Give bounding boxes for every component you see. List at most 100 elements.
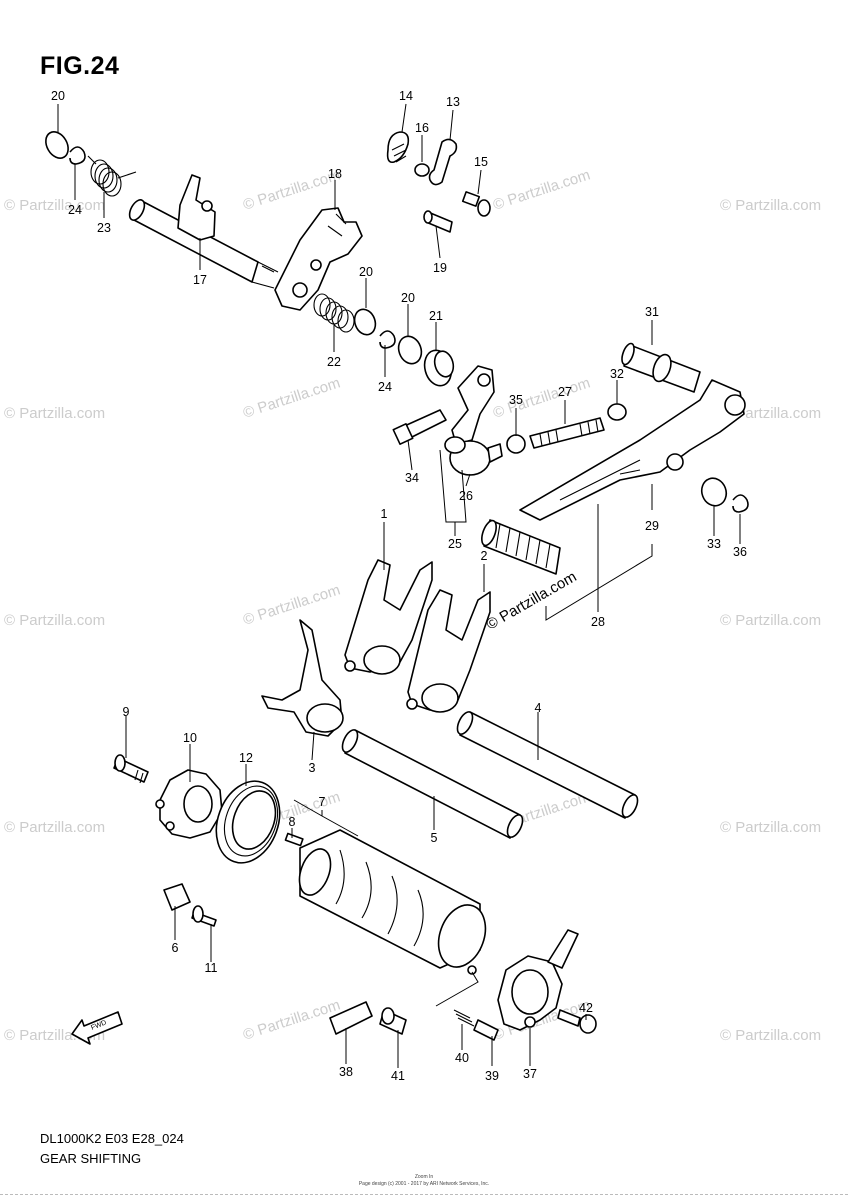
bolt-drawing <box>379 1007 407 1035</box>
forward-arrow-icon: FWD <box>71 1011 123 1045</box>
fork-shaft-drawing <box>341 729 524 839</box>
callout-number: 12 <box>239 751 253 765</box>
screw-drawing <box>191 905 217 927</box>
callout-number: 8 <box>289 815 296 829</box>
gearshift-cam-drawing <box>298 829 487 975</box>
washer-drawing <box>45 131 69 159</box>
callout-number: 14 <box>399 89 413 103</box>
watermark-text: © Partzilla.com <box>491 166 592 213</box>
callout-number: 20 <box>51 89 65 103</box>
callout-number: 40 <box>455 1051 469 1065</box>
gear-position-switch-drawing <box>497 929 579 1031</box>
callout-number: 11 <box>205 961 218 975</box>
watermark-text: © Partzilla.com <box>241 996 342 1043</box>
fork-shaft-drawing <box>456 711 639 819</box>
callout-number: 2 <box>481 549 488 563</box>
callout-number: 41 <box>391 1069 405 1083</box>
watermark-text: © Partzilla.com <box>4 612 105 629</box>
section-name: GEAR SHIFTING <box>40 1151 142 1166</box>
callout-number: 20 <box>401 291 415 305</box>
spring-drawing <box>87 155 137 197</box>
callout-number: 29 <box>645 519 659 533</box>
circlip-drawing <box>732 494 749 513</box>
washer-drawing <box>700 477 728 507</box>
gearshift-cam-stopper-drawing <box>155 769 223 839</box>
callout-number: 16 <box>415 121 429 135</box>
bolt-drawing <box>557 1009 597 1034</box>
callout-number: 34 <box>405 471 419 485</box>
callout-number: 39 <box>485 1069 499 1083</box>
nut-drawing <box>506 434 526 454</box>
pin-drawing <box>113 754 149 784</box>
watermark-text: © Partzilla.com <box>4 405 105 422</box>
callout-number: 24 <box>378 380 392 394</box>
shift-fork-drawing <box>344 559 433 675</box>
oil-seal-drawing <box>423 349 455 387</box>
shift-fork-drawing <box>406 589 491 713</box>
callout-number: 33 <box>707 537 721 551</box>
watermark-text: © Partzilla.com <box>4 197 105 214</box>
callout-number: 38 <box>339 1065 353 1079</box>
callout-number: 20 <box>359 265 373 279</box>
parts-layer: FWD <box>45 131 749 1045</box>
callout-number: 13 <box>446 95 460 109</box>
callout-number: 21 <box>429 309 443 323</box>
callout-number: 7 <box>319 795 326 809</box>
callout-number: 6 <box>172 941 179 955</box>
circlip-drawing <box>379 330 396 349</box>
ball-joint-drawing <box>444 436 503 476</box>
callout-number: 23 <box>97 221 111 235</box>
callout-number: 10 <box>183 731 197 745</box>
gearshift-lever-drawing <box>519 379 746 521</box>
callout-number: 18 <box>328 167 342 181</box>
callout-layer: 1 2 3 4 5 6 7 8 9 10 11 12 13 14 15 16 1… <box>51 89 747 1083</box>
model-code: DL1000K2 E03 E28_024 <box>40 1131 184 1146</box>
copyright-text: Page design (c) 2001 - 2017 by ARI Netwo… <box>358 1181 490 1187</box>
watermark-text: © Partzilla.com <box>241 581 342 628</box>
shift-pedal-rubber-drawing <box>481 519 561 575</box>
spring-drawing <box>313 293 355 333</box>
callout-number: 4 <box>535 701 542 715</box>
bolt-drawing <box>392 409 447 446</box>
circlip-drawing <box>69 146 86 165</box>
stopper-bolt-drawing <box>423 210 453 233</box>
bearing-drawing <box>215 780 281 864</box>
callout-number: 5 <box>431 831 438 845</box>
watermark-text: © Partzilla.com <box>720 819 821 836</box>
callout-number: 22 <box>327 355 341 369</box>
pin-drawing <box>284 832 304 847</box>
callout-number: 1 <box>381 507 388 521</box>
callout-number: 25 <box>448 537 462 551</box>
watermark-text: © Partzilla.com <box>484 568 580 633</box>
watermark-text: © Partzilla.com <box>720 1027 821 1044</box>
plate-drawing <box>163 883 191 911</box>
callout-number: 32 <box>610 367 624 381</box>
callout-number: 37 <box>523 1067 537 1081</box>
watermark-text: © Partzilla.com <box>4 819 105 836</box>
pivot-bolt-drawing <box>621 342 701 393</box>
callout-number: 26 <box>459 489 473 503</box>
watermark-text: © Partzilla.com <box>720 612 821 629</box>
pin-drawing <box>473 1019 499 1041</box>
spring-drawing <box>453 1009 475 1027</box>
callout-number: 3 <box>309 761 316 775</box>
shift-arm-drawing <box>274 207 363 311</box>
callout-number: 31 <box>645 305 659 319</box>
watermark-text: © Partzilla.com <box>720 405 821 422</box>
callout-number: 36 <box>733 545 747 559</box>
watermark-text: © Partzilla.com <box>491 374 592 421</box>
watermark-text: © Partzilla.com <box>720 197 821 214</box>
callout-number: 42 <box>579 1001 593 1015</box>
callout-number: 9 <box>123 705 130 719</box>
bolt-drawing <box>461 191 491 217</box>
callout-number: 28 <box>591 615 605 629</box>
shift-shaft-drawing <box>128 174 279 289</box>
callout-number: 24 <box>68 203 82 217</box>
callout-number: 35 <box>509 393 523 407</box>
shift-rod-drawing <box>529 417 605 449</box>
lever-drawing <box>428 138 458 186</box>
watermark-text: © Partzilla.com <box>241 374 342 421</box>
zoom-link[interactable]: Zoom In <box>414 1174 434 1180</box>
